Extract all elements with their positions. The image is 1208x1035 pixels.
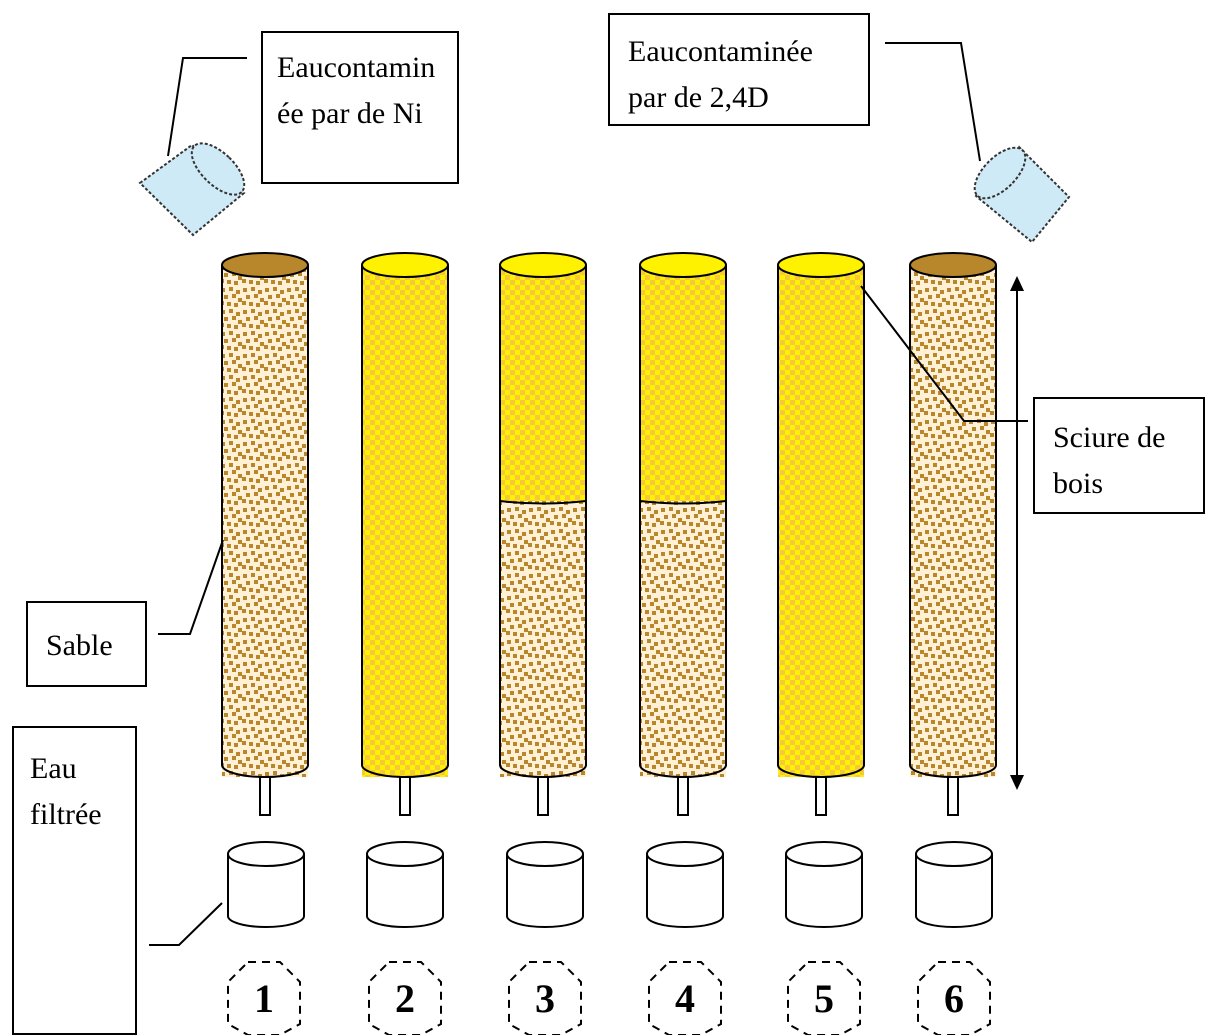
column-number-4: 4 bbox=[675, 976, 695, 1021]
number-octagon-2: 2 bbox=[368, 961, 442, 1035]
number-octagon-1: 1 bbox=[227, 961, 301, 1035]
column-number-1: 1 bbox=[254, 976, 274, 1021]
pouring-cup-right bbox=[973, 145, 1071, 244]
label-sawdust: Sciure de bois bbox=[1033, 397, 1205, 514]
leader-line-filtered-water bbox=[149, 902, 223, 946]
column-number-2: 2 bbox=[395, 976, 415, 1021]
number-octagon-6: 6 bbox=[917, 961, 991, 1035]
column-6 bbox=[909, 252, 997, 816]
column-height-arrow bbox=[1010, 276, 1024, 790]
column-5 bbox=[777, 252, 865, 816]
label-filtered-water: Eau filtrée bbox=[12, 726, 137, 1035]
column-2 bbox=[361, 252, 449, 816]
collection-cup-5 bbox=[785, 841, 863, 928]
leader-line-24d bbox=[885, 42, 981, 162]
column-number-3: 3 bbox=[535, 976, 555, 1021]
column-number-5: 5 bbox=[814, 976, 834, 1021]
column-1 bbox=[221, 252, 309, 816]
number-octagon-3: 3 bbox=[508, 961, 582, 1035]
collection-cup-3 bbox=[506, 841, 584, 928]
number-octagon-5: 5 bbox=[787, 961, 861, 1035]
collection-cup-6 bbox=[915, 841, 993, 928]
label-contaminated-24d: Eaucontaminée par de 2,4D bbox=[608, 13, 870, 126]
leader-line-sawdust bbox=[860, 285, 1028, 422]
collection-cup-1 bbox=[227, 841, 305, 928]
collection-cup-4 bbox=[646, 841, 724, 928]
leader-line-sand bbox=[158, 539, 224, 635]
label-contaminated-ni: Eaucontaminée par de Ni bbox=[261, 31, 459, 184]
column-3 bbox=[499, 252, 587, 816]
pouring-cup-left bbox=[138, 142, 246, 237]
number-octagon-4: 4 bbox=[648, 961, 722, 1035]
leader-line-ni bbox=[167, 57, 247, 157]
label-sand: Sable bbox=[26, 601, 147, 687]
column-number-6: 6 bbox=[944, 976, 964, 1021]
column-4 bbox=[639, 252, 727, 816]
collection-cup-2 bbox=[366, 841, 444, 928]
